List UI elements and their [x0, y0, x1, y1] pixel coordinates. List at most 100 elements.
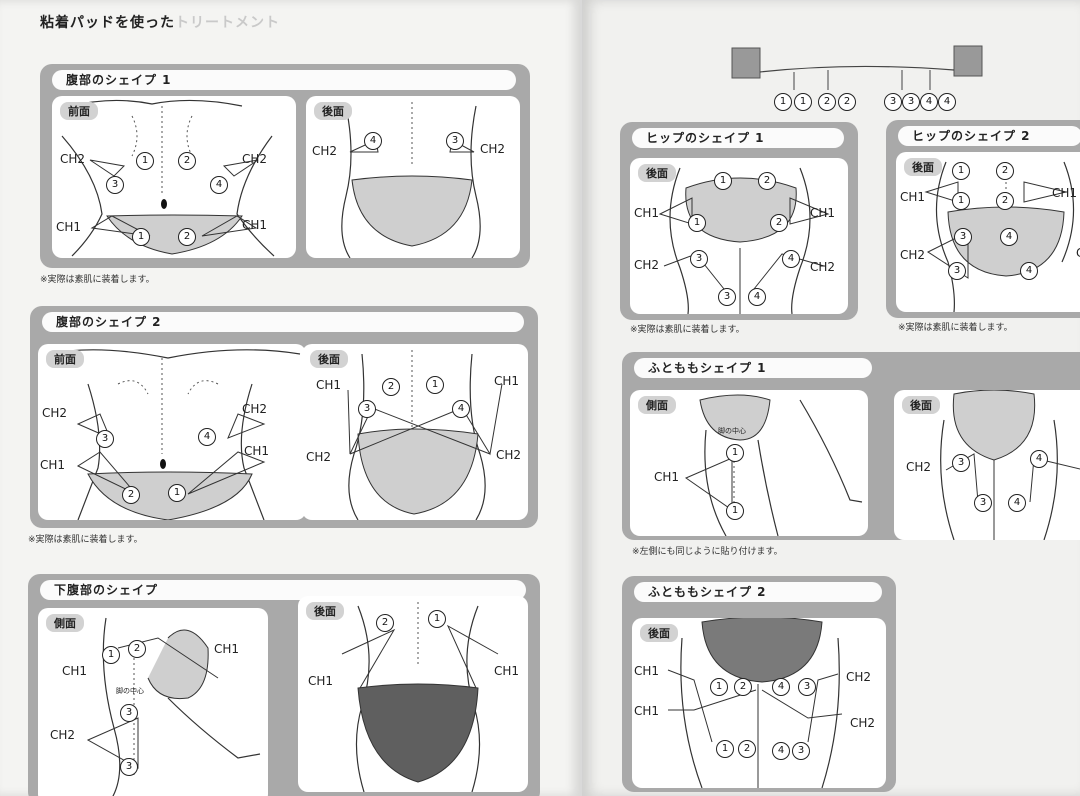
device-number-1a: 1	[774, 93, 792, 111]
electrode-3-top: 3	[798, 678, 816, 696]
section-title: 腹部のシェイプ 2	[42, 312, 524, 332]
back-tag: 後面	[904, 158, 942, 176]
hip-back-panel: 後面 CH1 CH1 CH2 CH 1 2 1 2 3 4 3 4	[896, 152, 1080, 312]
device-number-3b: 3	[902, 93, 920, 111]
ch1-right-label: CH1	[214, 642, 240, 656]
section-thigh-shape-1: ふとももシェイプ 1 側面 脚の中心 CH1 1 1	[622, 352, 1080, 540]
electrode-1: 1	[428, 610, 446, 628]
electrode-3: 3	[952, 454, 970, 472]
section-thigh-shape-2: ふとももシェイプ 2 後面 CH1 CH1 CH2 CH2 1 2 4 3 1 …	[622, 576, 896, 792]
electrode-4: 4	[1000, 228, 1018, 246]
electrode-1-bottom: 1	[716, 740, 734, 758]
electrode-3b: 3	[120, 758, 138, 776]
section-title: ヒップのシェイプ 1	[632, 128, 844, 148]
electrode-b2: 2	[122, 486, 140, 504]
ch2-right-label: CH2	[496, 448, 522, 462]
ch1-right-label: CH1	[494, 664, 520, 678]
back-diagram-panel: 後面 CH1 CH1 CH2 CH2 2 1 3 4	[302, 344, 528, 520]
electrode-3b: 3	[974, 494, 992, 512]
section-note: ※左側にも同じように貼り付けます。	[632, 547, 783, 557]
ch2-left-label: CH2	[50, 728, 76, 742]
ch1-left-label: CH1	[308, 674, 334, 688]
section-hip-shape-2: ヒップのシェイプ 2 後面 CH1 CH1 CH2 CH 1 2 1 2 3 4…	[886, 120, 1080, 318]
electrode-3-bottom: 3	[792, 742, 810, 760]
ch2-label-b: CH2	[850, 716, 876, 730]
ch2-left-label: CH2	[60, 152, 86, 166]
electrode-1: 1	[952, 162, 970, 180]
section-title: ふとももシェイプ 2	[634, 582, 882, 602]
ch1-right-label: CH1	[1052, 186, 1078, 200]
thigh-back-panel: 後面 CH2 C 3 4 3 4	[894, 390, 1080, 540]
ch1-label-b: CH1	[634, 704, 660, 718]
ch2-label: CH2	[906, 460, 932, 474]
ch1-label-a: CH1	[634, 664, 660, 678]
device-number-1b: 1	[794, 93, 812, 111]
ch2-left-label: CH2	[312, 144, 338, 158]
back-diagram-panel: 後面 CH2 CH2 4 3	[306, 96, 520, 258]
ch1-left-label: CH1	[634, 206, 660, 220]
section-title: ヒップのシェイプ 2	[898, 126, 1080, 146]
electrode-3: 3	[446, 132, 464, 150]
electrode-2-top: 2	[734, 678, 752, 696]
ch1-right-label: CH1	[494, 374, 520, 388]
ch1-label: CH1	[654, 470, 680, 484]
electrode-3b: 3	[718, 288, 736, 306]
thigh-back-figure	[667, 618, 843, 788]
section-lower-abdomen-shape: 下腹部のシェイプ 側面 CH1 CH1 CH2 脚の中心 1 2 3 3	[28, 574, 540, 796]
back-tag: 後面	[310, 350, 348, 368]
ch2-left-label: CH2	[306, 450, 332, 464]
electrode-3: 3	[690, 250, 708, 268]
electrode-b1: 1	[168, 484, 186, 502]
ch1-right-label: CH1	[244, 444, 270, 458]
ch1-left-label: CH1	[900, 190, 926, 204]
electrode-2: 2	[382, 378, 400, 396]
ch2-right-label: CH2	[242, 152, 268, 166]
electrode-2b: 2	[770, 214, 788, 232]
back-diagram-panel: 後面 CH1 CH1 2 1	[298, 596, 528, 792]
device-number-4a: 4	[920, 93, 938, 111]
electrode-1: 1	[714, 172, 732, 190]
section-note: ※実際は素肌に装着します。	[630, 325, 745, 335]
ch1-left-label: CH1	[40, 458, 66, 472]
electrode-4: 4	[198, 428, 216, 446]
thigh-side-figure	[684, 394, 863, 536]
section-abdomen-shape-2: 腹部のシェイプ 2 前面 CH2 CH2 CH1 CH1 3	[30, 306, 538, 528]
electrode-3: 3	[954, 228, 972, 246]
ch2-right-label: CH	[1076, 246, 1080, 260]
ch2-left-label: CH2	[900, 248, 926, 262]
front-body-figure	[61, 99, 275, 257]
page-title: 粘着パッドを使ったトリートメント	[40, 15, 280, 31]
ch1-right-label: CH1	[242, 218, 268, 232]
device-number-2b: 2	[838, 93, 856, 111]
right-page: 1 1 2 2 3 3 4 4 ヒップのシェイプ 1 後面 CH1 CH1 CH…	[582, 0, 1080, 796]
electrode-1-top: 1	[710, 678, 728, 696]
front-diagram-panel: 前面 CH2 CH2 CH1 CH1 1 2 3 4 1 2	[52, 96, 296, 258]
device-cable-illustration	[731, 45, 983, 90]
electrode-1: 1	[136, 152, 154, 170]
electrode-4-top: 4	[772, 678, 790, 696]
front-tag: 前面	[46, 350, 84, 368]
electrode-4b: 4	[1008, 494, 1026, 512]
left-page: 粘着パッドを使ったトリートメント 腹部のシェイプ 1 前面 CH2 CH2	[0, 0, 580, 796]
back-tag: 後面	[638, 164, 676, 182]
electrode-4: 4	[1030, 450, 1048, 468]
leg-center-label: 脚の中心	[718, 427, 746, 435]
electrode-1: 1	[102, 646, 120, 664]
front-tag: 前面	[60, 102, 98, 120]
section-title: 下腹部のシェイプ	[40, 580, 526, 600]
side-tag: 側面	[638, 396, 676, 414]
section-abdomen-shape-1: 腹部のシェイプ 1 前面 CH2 CH2 CH1 CH1 1	[40, 64, 530, 268]
electrode-3: 3	[106, 176, 124, 194]
back-tag: 後面	[306, 602, 344, 620]
ch2-left-label: CH2	[42, 406, 68, 420]
electrode-4: 4	[364, 132, 382, 150]
electrode-4-bottom: 4	[772, 742, 790, 760]
back-body-figure	[347, 350, 503, 520]
electrode-b2: 2	[178, 228, 196, 246]
back-tag: 後面	[314, 102, 352, 120]
electrode-2: 2	[376, 614, 394, 632]
electrode-1b: 1	[952, 192, 970, 210]
electrode-3: 3	[358, 400, 376, 418]
thigh-back-panel: 後面 CH1 CH1 CH2 CH2 1 2 4 3 1 2 4 3	[632, 618, 886, 788]
electrode-3a: 3	[120, 704, 138, 722]
